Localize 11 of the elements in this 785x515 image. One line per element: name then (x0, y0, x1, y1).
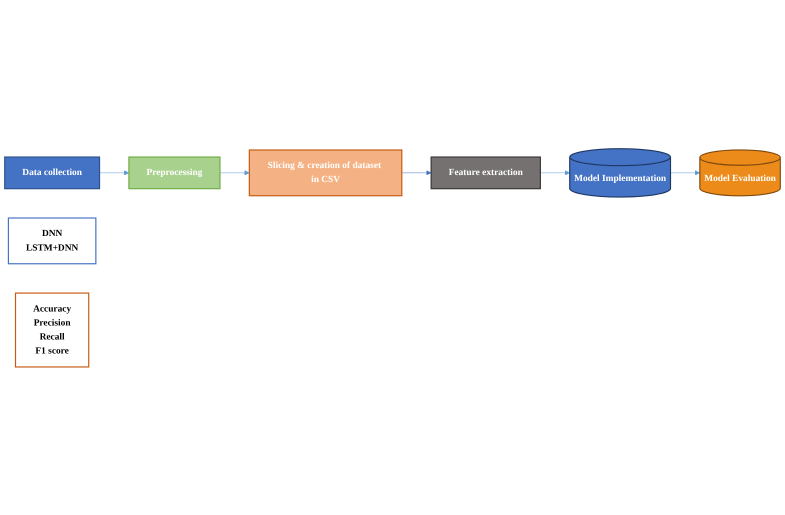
arrow (402, 170, 432, 176)
arrow (99, 170, 130, 176)
node-box: Slicing & creation of dataset in CSV (248, 149, 402, 196)
node-box: Feature extraction (430, 156, 541, 189)
arrow (220, 170, 250, 176)
node-box: Accuracy Precision Recall F1 score (14, 292, 90, 368)
node-box: Data collection (4, 156, 100, 189)
arrow (670, 170, 700, 176)
node-box: Preprocessing (128, 156, 221, 189)
node-box: DNN LSTM+DNN (8, 217, 96, 264)
arrow (540, 170, 570, 176)
